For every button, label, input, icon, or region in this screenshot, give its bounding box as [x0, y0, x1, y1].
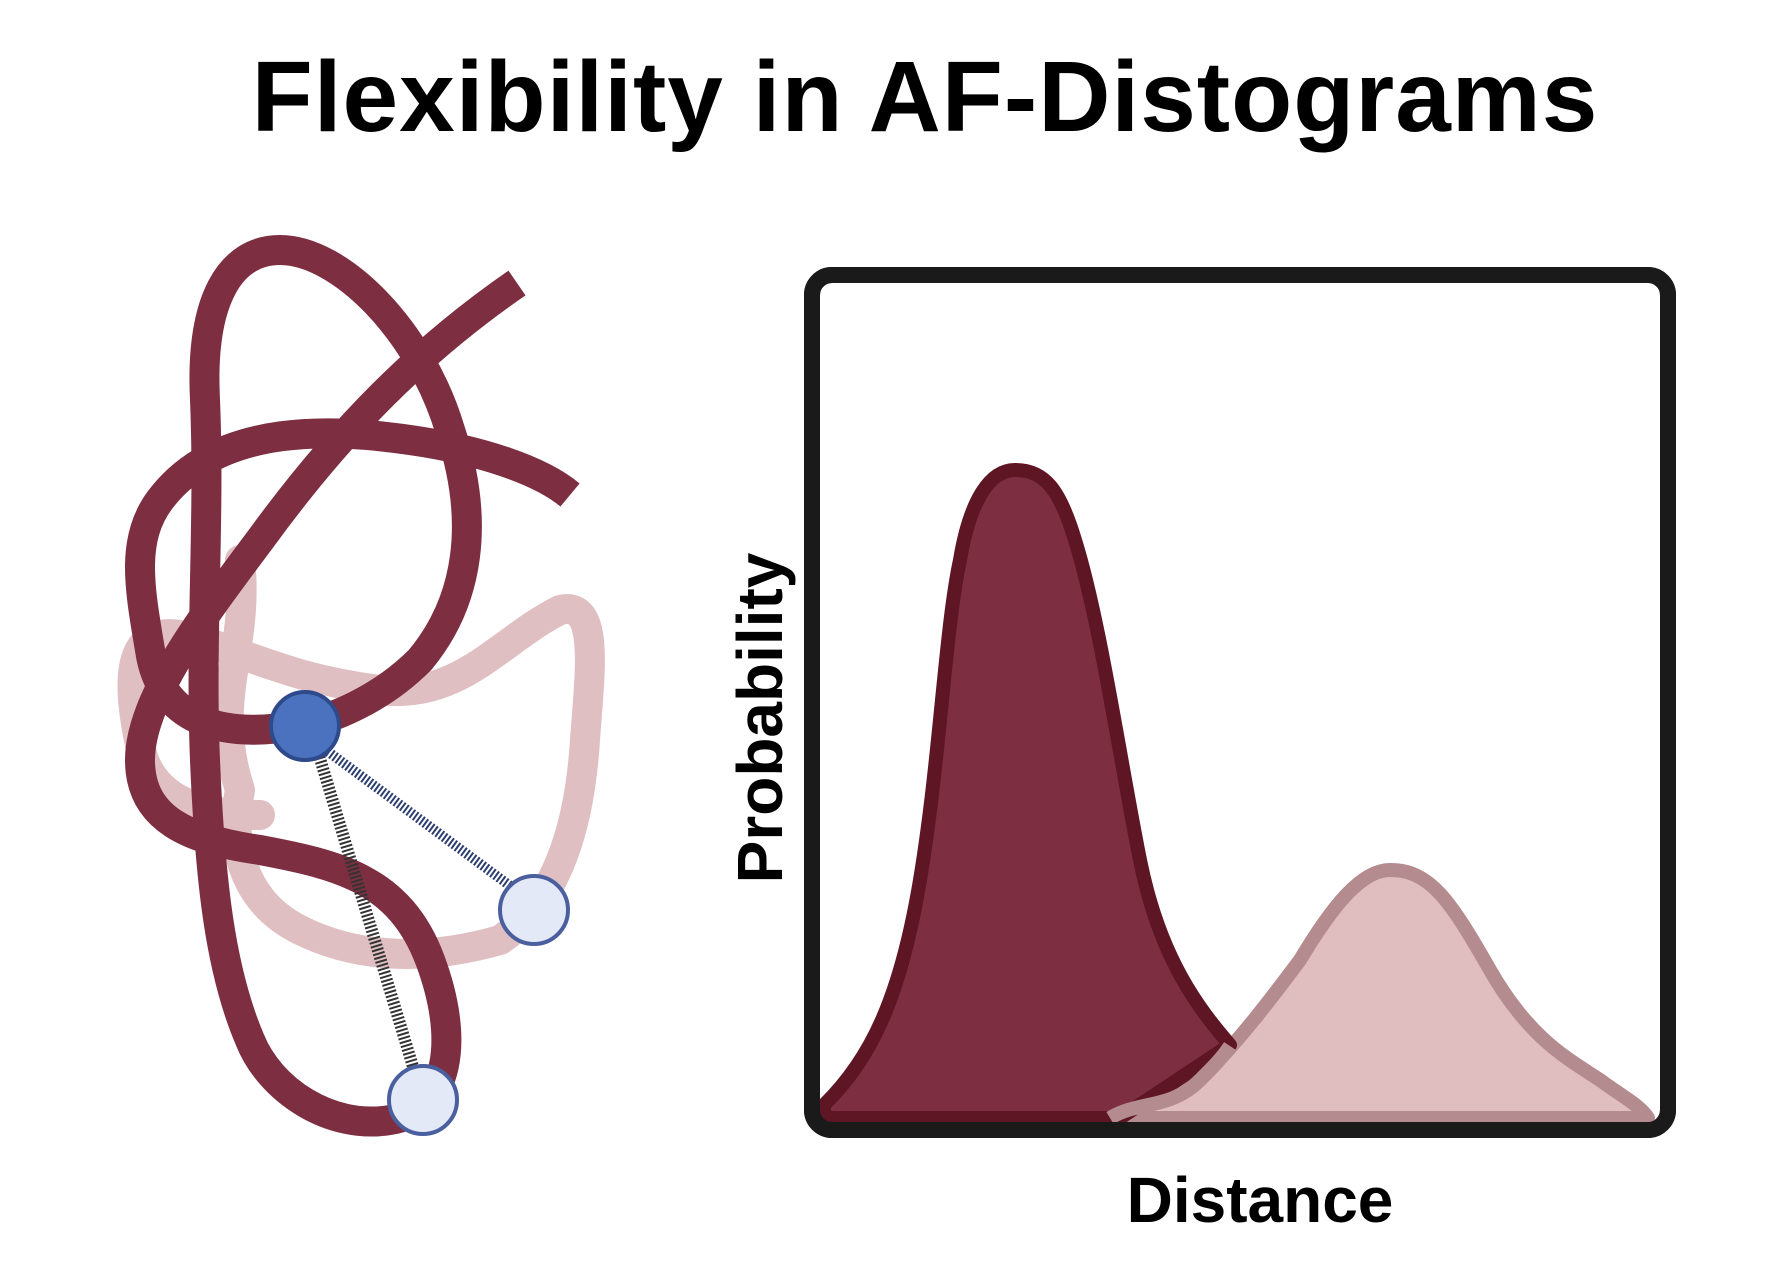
protein-chain	[125, 235, 580, 1137]
anchor-residue	[269, 690, 341, 762]
partner-residue-1	[387, 1064, 459, 1136]
partner-residue-2	[498, 874, 570, 946]
distance-line-to-partner-2	[312, 737, 535, 907]
figure-title: Flexibility in AF-Distograms	[251, 41, 1599, 153]
x-axis-label: Distance	[1126, 1164, 1394, 1236]
y-axis-label: Probability	[724, 552, 796, 884]
distogram-frame-border	[804, 267, 1676, 1138]
distance-peak-dark	[817, 463, 1237, 1125]
distance-peak-light-edge	[1106, 1042, 1236, 1125]
distance-line-to-partner-1	[309, 740, 426, 1092]
